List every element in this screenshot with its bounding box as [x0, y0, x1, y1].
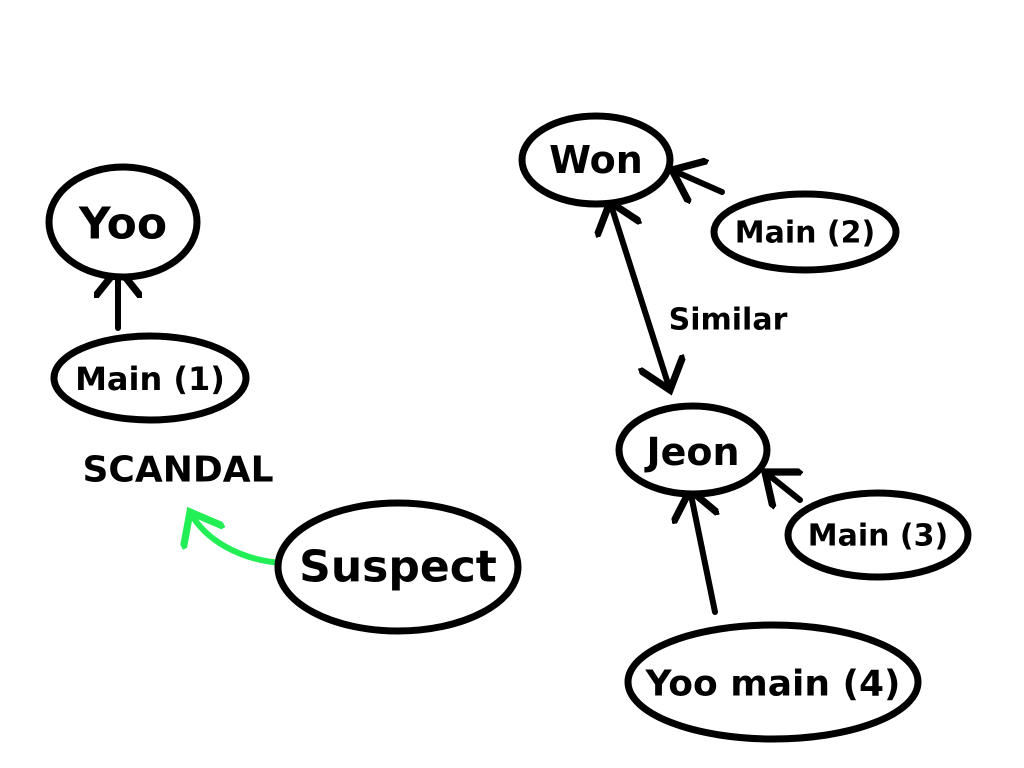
edge-main2-to-won	[672, 170, 725, 192]
edge-won-jeon-similar	[610, 202, 670, 390]
node-main1: Main (1)	[50, 332, 250, 424]
node-yoo: Yoo	[45, 163, 201, 281]
edge-suspect-to-scandal	[190, 512, 285, 566]
edge-yoomain4-to-jeon	[690, 490, 715, 615]
node-jeon: Jeon	[615, 402, 771, 498]
node-yoo-main4: Yoo main (4)	[624, 621, 922, 743]
node-main3-label: Main (3)	[808, 519, 948, 554]
node-suspect: Suspect	[274, 499, 522, 635]
similar-label: Similar	[669, 303, 788, 338]
node-yoo-label: Yoo	[78, 199, 167, 250]
node-main2-label: Main (2)	[735, 216, 875, 251]
node-main1-label: Main (1)	[75, 360, 225, 398]
node-main3: Main (3)	[784, 489, 972, 581]
edge-main3-to-jeon	[765, 472, 800, 500]
node-won: Won	[518, 112, 674, 208]
node-yoo-main4-label: Yoo main (4)	[644, 664, 900, 705]
node-won-label: Won	[549, 138, 643, 182]
node-suspect-label: Suspect	[299, 542, 497, 593]
scandal-label: SCANDAL	[82, 450, 273, 491]
node-jeon-label: Jeon	[643, 430, 739, 474]
node-main2: Main (2)	[710, 190, 900, 274]
